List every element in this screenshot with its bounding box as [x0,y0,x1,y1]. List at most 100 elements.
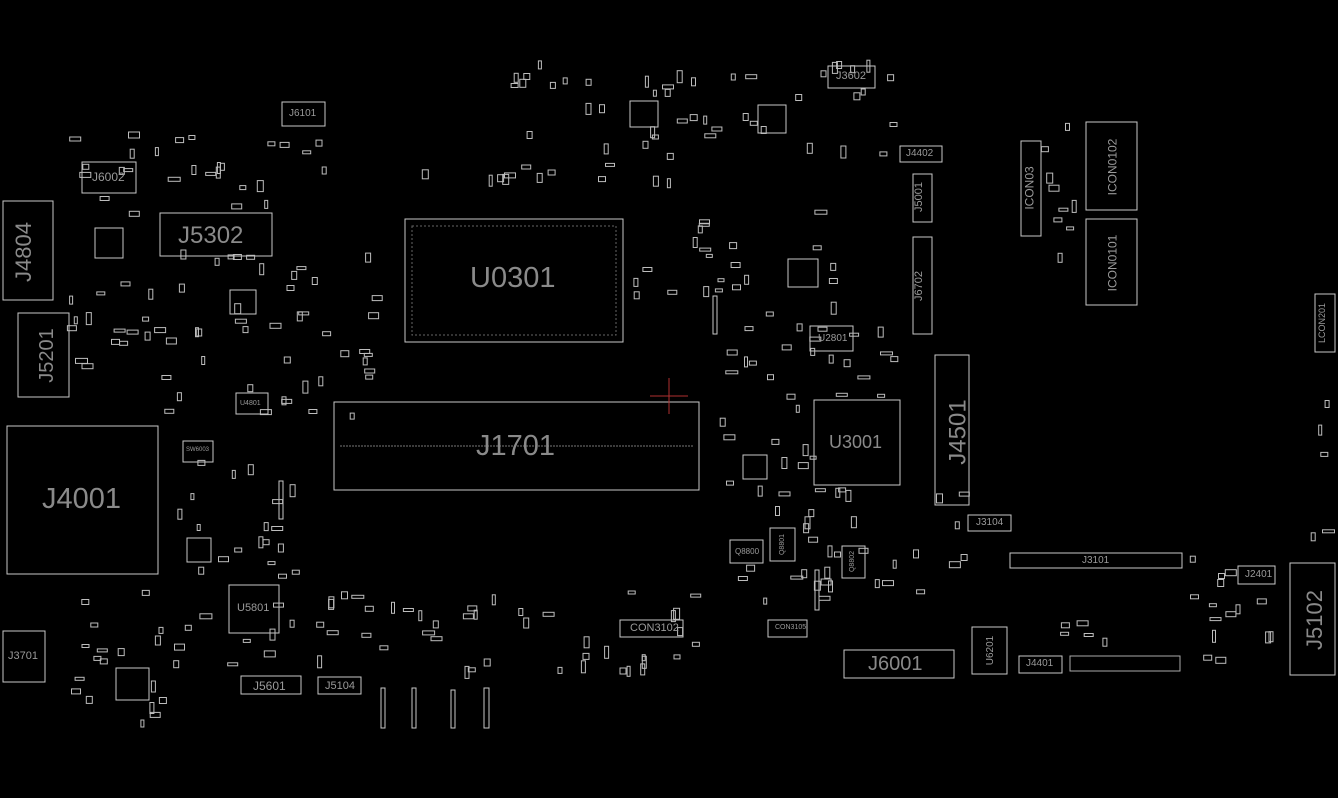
passive-component[interactable] [845,489,852,502]
passive-component[interactable] [562,77,568,85]
passive-component[interactable] [315,139,323,147]
passive-component[interactable] [633,277,639,287]
passive-component[interactable] [795,94,803,101]
passive-component[interactable] [120,281,131,287]
passive-component[interactable] [813,580,821,591]
j5102-outline[interactable] [1289,562,1336,676]
passive-component[interactable] [802,444,809,457]
u3602-outline[interactable] [629,100,659,128]
j3701-outline[interactable] [2,630,46,683]
passive-component[interactable] [430,636,443,642]
q8800-outline[interactable] [729,539,764,564]
passive-component[interactable] [582,652,590,660]
passive-component[interactable] [818,595,831,601]
passive-component[interactable] [642,140,649,149]
j5104-outline[interactable] [317,676,362,695]
passive-component[interactable] [1217,579,1225,587]
passive-component[interactable] [326,630,339,636]
passive-component[interactable] [504,172,516,179]
icon03-outline[interactable] [1020,140,1042,237]
passive-component[interactable] [523,73,531,80]
passive-component[interactable] [809,336,822,342]
passive-component[interactable] [1224,569,1237,577]
passive-component[interactable] [164,408,175,414]
passive-component[interactable] [797,462,809,470]
passive-component[interactable] [126,329,139,335]
passive-component[interactable] [379,645,389,651]
passive-component[interactable] [704,133,717,139]
passive-component[interactable] [796,323,803,332]
passive-component[interactable] [730,262,741,268]
passive-component[interactable] [239,185,247,191]
passive-component[interactable] [258,536,264,549]
passive-component[interactable] [744,326,754,332]
passive-component[interactable] [667,289,678,295]
passive-component[interactable] [267,561,276,566]
passive-component[interactable] [673,607,681,620]
passive-component[interactable] [328,598,335,610]
passive-component[interactable] [175,137,185,144]
passive-component[interactable] [322,331,332,337]
passive-component[interactable] [673,654,681,660]
passive-component[interactable] [173,660,180,669]
passive-component[interactable] [483,658,491,667]
j4401-outline[interactable] [1018,655,1063,674]
passive-component[interactable] [178,283,185,293]
passive-component[interactable] [247,384,254,393]
passive-component[interactable] [246,254,256,260]
passive-component[interactable] [1268,631,1274,643]
passive-component[interactable] [521,164,532,170]
passive-component[interactable] [958,491,970,497]
passive-component[interactable] [1065,122,1070,131]
passive-component[interactable] [725,370,739,375]
passive-component[interactable] [81,644,90,648]
u3001-outline[interactable] [813,399,901,486]
passive-component[interactable] [462,613,474,620]
u6001-outline[interactable] [94,227,124,259]
passive-component[interactable] [464,665,470,679]
passive-component[interactable] [99,196,110,201]
passive-component[interactable] [916,589,926,595]
passive-component[interactable] [714,288,723,293]
passive-component[interactable] [149,702,155,714]
j6702-outline[interactable] [912,236,933,335]
passive-component[interactable] [778,491,791,497]
passive-component[interactable] [158,626,164,634]
passive-component[interactable] [281,398,293,404]
passive-component[interactable] [263,650,276,658]
passive-component[interactable] [745,74,758,80]
passive-component[interactable] [247,464,254,476]
passive-component[interactable] [763,597,768,605]
passive-component[interactable] [808,536,819,543]
passive-component[interactable] [161,375,172,380]
u2801-outline[interactable] [809,325,854,352]
icon0102-outline[interactable] [1085,121,1138,211]
passive-component[interactable] [519,78,527,88]
passive-component[interactable] [149,711,161,718]
passive-component[interactable] [510,83,519,88]
passive-component[interactable] [827,545,833,558]
passive-component[interactable] [585,102,592,115]
passive-component[interactable] [882,580,894,587]
passive-component[interactable] [188,135,196,140]
passive-component[interactable] [158,697,167,704]
passive-component[interactable] [795,404,800,413]
passive-component[interactable] [1102,637,1108,647]
passive-component[interactable] [205,171,217,176]
passive-component[interactable] [140,719,145,728]
passive-component[interactable] [351,594,365,599]
passive-component[interactable] [692,237,698,248]
passive-component[interactable] [746,564,756,572]
passive-component[interactable] [580,660,586,674]
passive-component[interactable] [547,169,556,176]
passive-component[interactable] [198,566,205,575]
u5801-outline[interactable] [228,584,280,634]
passive-component[interactable] [141,589,150,596]
passive-component[interactable] [890,356,899,363]
passive-component[interactable] [1310,532,1316,542]
passive-component[interactable] [1203,654,1213,661]
passive-component[interactable] [271,526,284,531]
passive-component[interactable] [73,316,78,325]
q8802-outline[interactable] [841,545,866,579]
passive-component[interactable] [196,328,203,337]
